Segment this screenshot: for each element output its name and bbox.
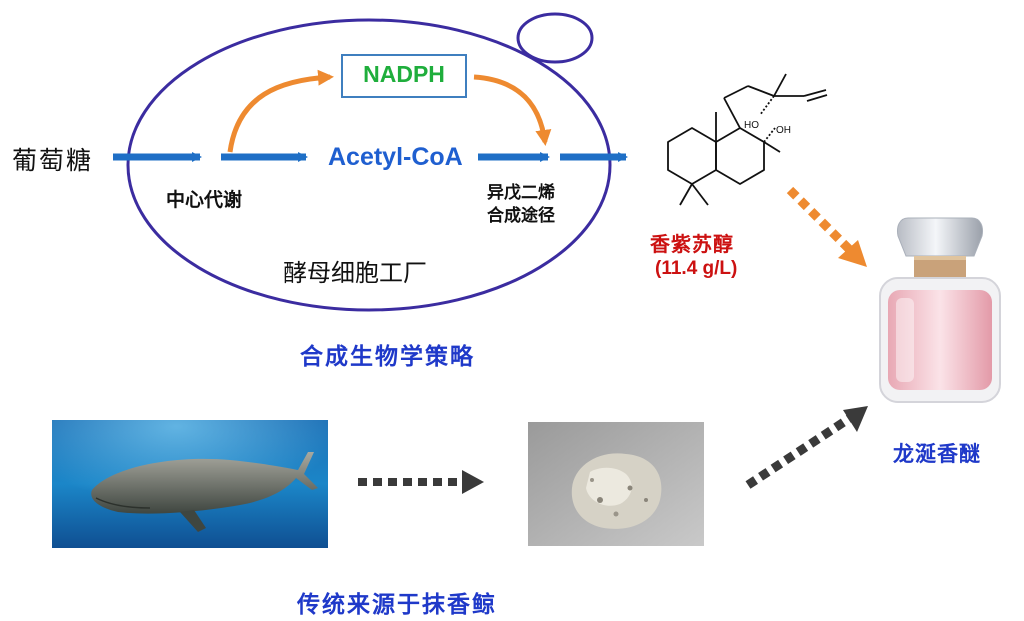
dotted-arrow-diagonal xyxy=(745,406,868,489)
nadph-box xyxy=(341,54,467,98)
hydroxyl-label-2: OH xyxy=(776,125,791,136)
yeast-cell-outline xyxy=(126,18,612,312)
acetyl-coa-label: Acetyl-CoA xyxy=(328,143,463,171)
yeast-bud-outline xyxy=(516,12,594,64)
product-titer-label: (11.4 g/L) xyxy=(655,258,738,279)
nadph-label: NADPH xyxy=(363,61,445,87)
nadph-consume-arrow xyxy=(473,74,552,146)
sclareol-structure xyxy=(667,73,828,206)
synthetic-biology-strategy-label: 合成生物学策略 xyxy=(300,344,475,370)
hydroxyl-label-1: HO xyxy=(744,120,759,131)
dotted-arrow-orange xyxy=(786,186,867,267)
ambergris-photo xyxy=(528,422,704,546)
dotted-arrow-horizontal xyxy=(358,470,484,494)
glucose-label: 葡萄糖 xyxy=(12,146,94,175)
traditional-source-label: 传统来源于抹香鲸 xyxy=(297,592,497,618)
terpene-pathway-label-line1: 异戊二烯 xyxy=(487,183,555,203)
ambroxide-label: 龙涎香醚 xyxy=(893,442,981,466)
terpene-pathway-label-line2: 合成途径 xyxy=(487,206,555,226)
perfume-photo xyxy=(879,217,1001,403)
central-metabolism-label: 中心代谢 xyxy=(166,189,243,211)
product-name-label: 香紫苏醇 xyxy=(650,232,734,256)
nadph-supply-arrow xyxy=(227,69,334,153)
yeast-factory-label: 酵母细胞工厂 xyxy=(283,259,427,287)
whale-photo xyxy=(52,420,328,548)
